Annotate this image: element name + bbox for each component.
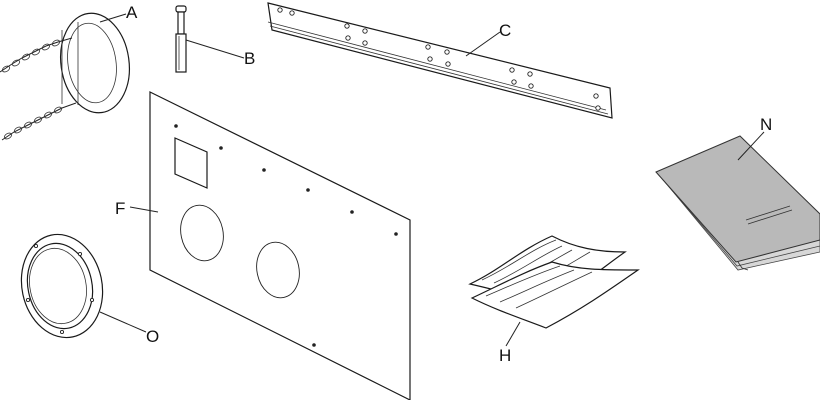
label-b: B <box>244 49 255 68</box>
part-h-curved-sheets: H <box>468 235 640 365</box>
label-a: A <box>126 3 138 22</box>
label-c: C <box>499 21 511 40</box>
part-o-ring: O <box>20 233 159 346</box>
part-b-rod: B <box>175 5 255 73</box>
label-h: H <box>499 346 511 365</box>
label-n: N <box>760 115 772 134</box>
label-f: F <box>115 199 125 218</box>
part-c-bracket: C <box>267 2 613 119</box>
part-n-manual: N <box>655 115 820 271</box>
part-f-panel: F <box>115 91 411 400</box>
part-a-ring-with-chains: A <box>0 3 138 141</box>
label-o: O <box>146 327 159 346</box>
